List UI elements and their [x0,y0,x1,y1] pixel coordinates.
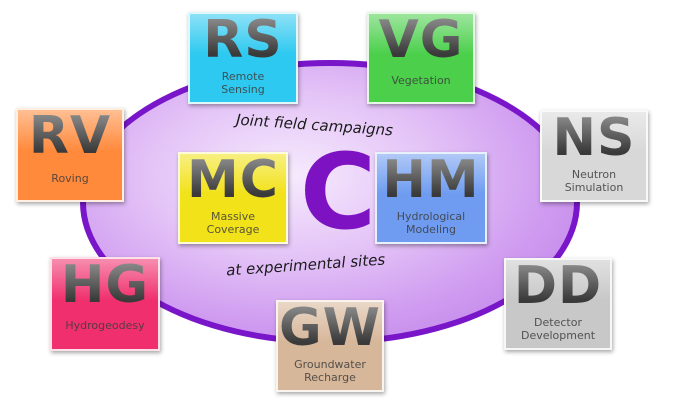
tile-desc: Neutron Simulation [564,168,624,194]
tile-desc: Remote Sensing [221,70,265,96]
tile-remote-sensing: RS Remote Sensing [188,12,298,104]
center-letter: C [299,131,377,253]
tile-desc: Vegetation [391,74,451,87]
tile-desc: Hydrogeodesy [65,319,145,332]
tile-hydrological-modeling: HM Hydrological Modeling [375,152,487,244]
tile-abbr: GW [278,300,382,358]
tile-desc: Detector Development [520,316,596,342]
tile-roving: RV Roving [16,108,124,202]
tile-desc: Hydrological Modeling [396,210,466,236]
tile-abbr: HG [60,257,150,315]
tile-abbr: DD [513,258,603,316]
tile-massive-coverage: MC Massive Coverage [178,152,288,244]
tile-groundwater-recharge: GW Groundwater Recharge [276,300,384,392]
central-ellipse [80,60,580,345]
tile-desc: Roving [51,172,89,185]
tile-abbr: NS [552,110,636,168]
tile-abbr: VG [378,12,464,70]
tile-desc: Massive Coverage [206,210,260,236]
tile-abbr: HM [382,152,480,210]
tile-abbr: RV [28,108,112,166]
tile-desc: Groundwater Recharge [294,358,366,384]
tile-hydrogeodesy: HG Hydrogeodesy [50,257,160,351]
tile-abbr: RS [203,12,283,70]
tile-vegetation: VG Vegetation [367,12,475,104]
tile-neutron-simulation: NS Neutron Simulation [540,110,648,202]
tile-abbr: MC [187,152,279,210]
tile-detector-development: DD Detector Development [504,258,612,350]
